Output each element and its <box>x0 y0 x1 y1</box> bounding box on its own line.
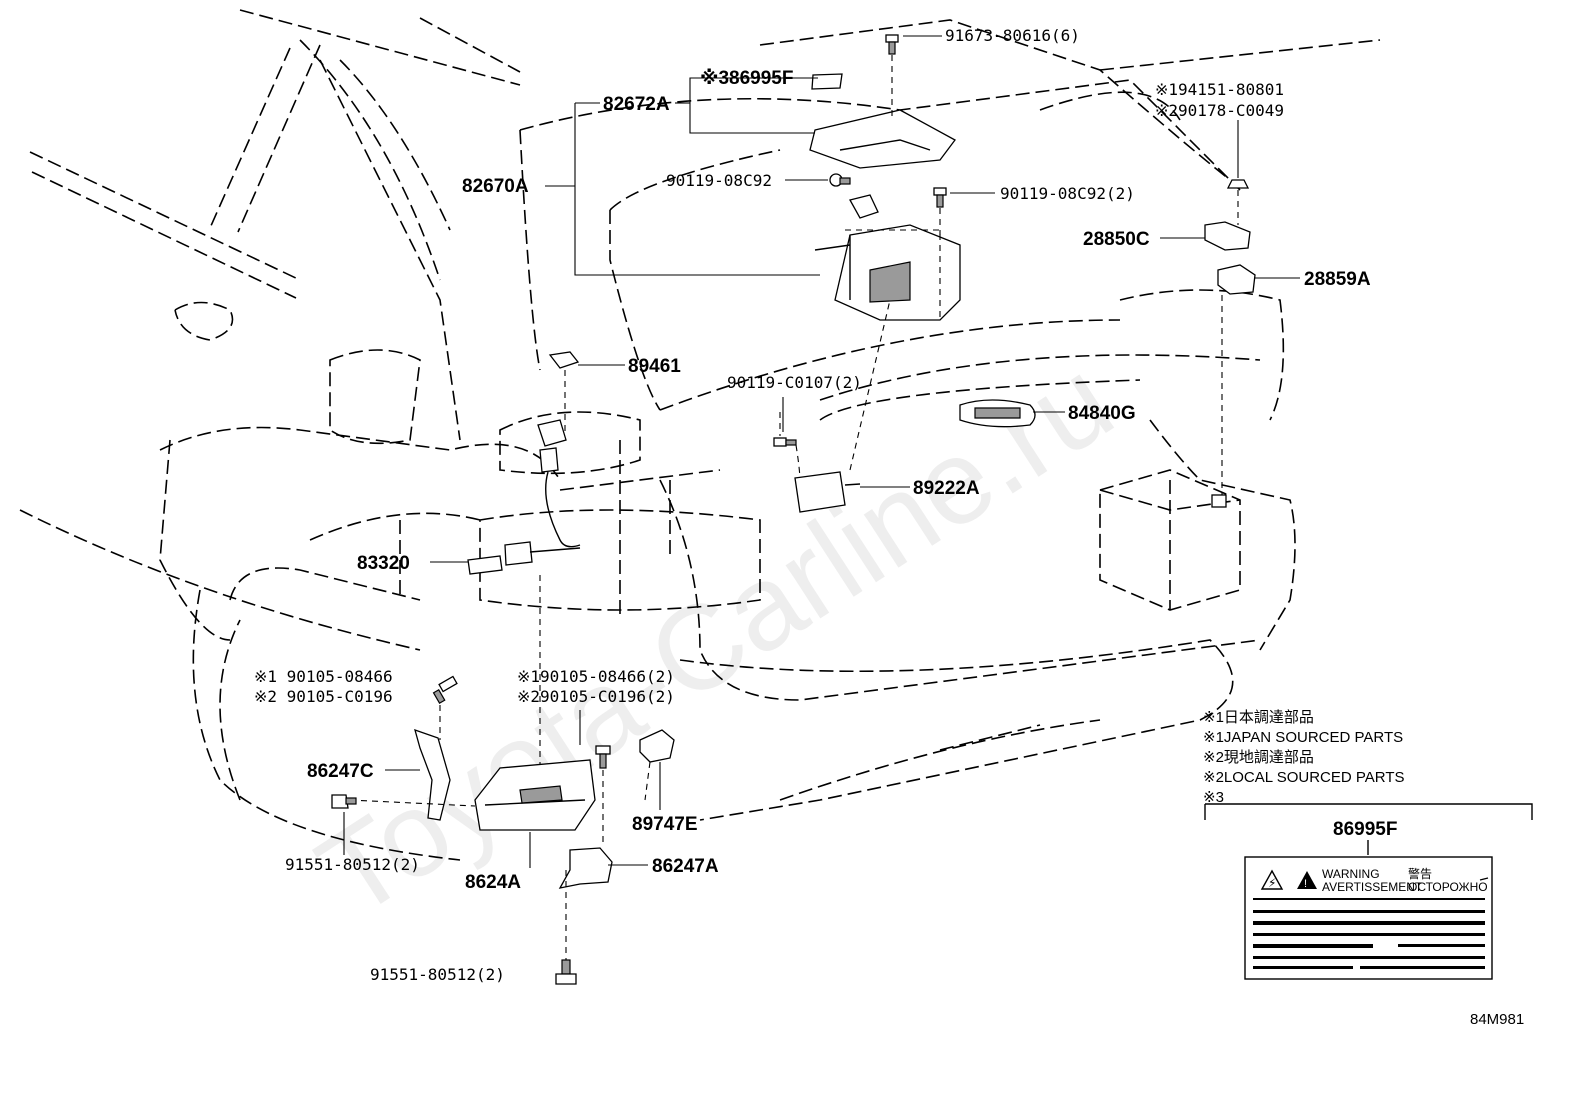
label-28850C: 28850C <box>1083 229 1150 250</box>
bolt-90119-08C92 <box>829 173 851 187</box>
caution-label-86995F <box>811 73 843 90</box>
switch-84840G <box>959 399 1036 428</box>
label-90105-a2: ※2 90105-C0196 <box>254 687 393 706</box>
terminal-28859A <box>1211 264 1256 508</box>
module-89222A <box>794 299 891 513</box>
label-91551-a: 91551-80512(2) <box>285 855 420 874</box>
legend-line-1: ※1日本調達部品 <box>1203 709 1314 726</box>
battery-outline <box>1099 469 1241 611</box>
label-83320: 83320 <box>357 553 410 574</box>
diagram-code: 84M981 <box>1470 1011 1524 1028</box>
label-86247A: 86247A <box>652 856 719 877</box>
label-84840G: 84840G <box>1068 403 1136 424</box>
bolt-90105-b <box>595 745 611 845</box>
label-line <box>1253 898 1485 900</box>
kanji-warning-text: 警告 <box>1408 866 1432 881</box>
label-82670A: 82670A <box>462 176 529 197</box>
bracket-86247C <box>349 728 476 821</box>
label-line <box>1253 910 1485 913</box>
label-90119-08C92: 90119-08C92 <box>666 171 772 190</box>
bracket-86247A <box>558 847 613 960</box>
bolt-90119-08C92-2 <box>933 187 947 235</box>
lightning-icon: ⚡ <box>1268 876 1276 890</box>
exclamation-icon: ! <box>1304 878 1307 890</box>
bolt-91551-a <box>331 794 357 809</box>
sensor-89747E <box>639 729 675 801</box>
label-90105-b2: ※290105-C0196(2) <box>517 687 675 706</box>
label-line <box>1253 933 1485 936</box>
bolt-91673 <box>885 34 899 118</box>
bolt-90105-a <box>432 675 458 740</box>
label-86995F-top: ※386995F <box>700 68 793 89</box>
russian-warning-text: ОСТОРОЖНО <box>1408 880 1488 894</box>
warning-label-frame <box>1244 856 1493 980</box>
leader-lines <box>343 35 1300 868</box>
label-box-title: 86995F <box>1333 819 1397 840</box>
label-90178: ※290178-C0049 <box>1155 101 1284 120</box>
label-89222A: 89222A <box>913 478 980 499</box>
label-90119-C0107: 90119-C0107(2) <box>727 373 862 392</box>
sensor-89461 <box>548 351 580 435</box>
warning-text: WARNING <box>1322 867 1380 881</box>
nut-94151 <box>1226 179 1250 225</box>
legend-line-2: ※1JAPAN SOURCED PARTS <box>1203 729 1403 746</box>
warning-triangle-filled-icon <box>1297 871 1317 889</box>
avertissement-text: AVERTISSEMENT <box>1322 880 1423 894</box>
legend: ※1日本調達部品 ※1JAPAN SOURCED PARTS ※2現地調達部品 … <box>1203 709 1533 855</box>
terminal-28850C <box>1204 221 1251 251</box>
label-91551-b: 91551-80512(2) <box>370 965 505 984</box>
label-89747E: 89747E <box>632 814 698 835</box>
label-82672A: 82672A <box>603 94 670 115</box>
bolt-90119-C0107 <box>773 412 801 483</box>
ecu-8624A <box>474 759 596 831</box>
label-90105-a1: ※1 90105-08466 <box>254 667 393 686</box>
label-mark-icon <box>1479 877 1489 881</box>
label-8624A: 8624A <box>465 872 521 893</box>
part-labels: 91673-80616(6) ※386995F 82672A 82670A 90… <box>254 26 1371 984</box>
label-94151: ※194151-80801 <box>1155 80 1284 99</box>
cover-82672A <box>809 109 956 169</box>
label-86247C: 86247C <box>307 761 374 782</box>
label-91673: 91673-80616(6) <box>945 26 1080 45</box>
label-28859A: 28859A <box>1304 269 1371 290</box>
warning-label-detail: 86995F ⚡ ! WARNING AVERTISSEMENT 警告 ОСТО… <box>1244 819 1493 980</box>
bolt-91551-b <box>555 959 577 985</box>
label-line <box>1253 921 1485 925</box>
label-90119-08C92-2: 90119-08C92(2) <box>1000 184 1135 203</box>
label-90105-b1: ※190105-08466(2) <box>517 667 675 686</box>
junction-block-82670A <box>814 194 961 321</box>
legend-line-4: ※2LOCAL SOURCED PARTS <box>1203 769 1405 786</box>
label-line <box>1253 944 1373 948</box>
legend-line-3: ※2現地調達部品 <box>1203 749 1314 766</box>
label-line <box>1398 944 1485 947</box>
harness-83320 <box>467 419 581 790</box>
label-line <box>1253 966 1353 969</box>
label-line <box>1253 956 1485 959</box>
vehicle-body-outline <box>19 9 1381 861</box>
label-line <box>1360 966 1485 969</box>
label-89461: 89461 <box>628 356 681 377</box>
legend-line-5: ※3 <box>1203 789 1224 806</box>
warning-triangle-icon <box>1260 869 1284 890</box>
